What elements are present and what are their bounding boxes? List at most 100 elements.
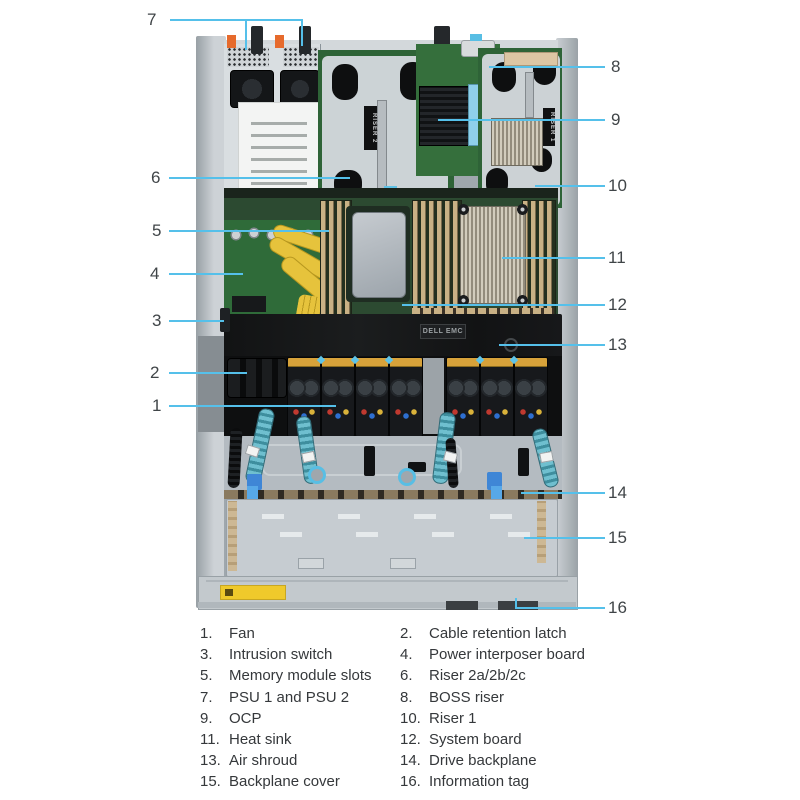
legend-item: 11.Heat sink [200,729,400,750]
callout-number-1: 1 [152,396,162,415]
intrusion-switch [220,308,230,332]
legend-item: 4. Power interposer board [400,644,615,665]
legend-item-number: 10. [400,709,421,727]
boss-riser-blue-tab [470,34,482,41]
cpu-socket-plate [352,212,406,298]
legend-item-label: Cable retention latch [429,625,567,642]
backplane-blue-latch [491,486,502,499]
callout-line-6 [169,177,350,179]
front-tray-seam [206,580,568,582]
legend-item-number: 6. [400,667,413,685]
callout-line-14 [521,492,605,494]
server-top-view: RISER 2 RISER 1 [147,10,627,617]
callout-number-14: 14 [608,483,627,502]
legend-item-number: 11. [200,731,220,749]
cover-tab [298,558,324,569]
guide-hole [398,468,416,486]
callout-line-16 [515,607,605,609]
legend-item-label: Riser 2a/2b/2c [429,667,526,685]
legend-item-label: Information tag [429,773,530,791]
psu-info-sticker [238,102,320,200]
legend-item: 14.Drive backplane [400,750,615,771]
legend-item-label: Memory module slots [229,667,372,685]
legend-item-number: 4. [400,646,413,664]
heat-sink-screw [517,204,528,215]
legend-item: 1.Fan [200,623,400,644]
callout-number-11: 11 [608,248,626,267]
callout-number-16: 16 [608,598,627,617]
pib-connector [232,296,266,312]
legend-item: 9.OCP [200,708,400,729]
air-shroud [224,314,562,358]
legend-item-label: Air shroud [229,752,298,770]
riser-1-label: RISER 1 [543,108,555,146]
callout-line-4 [169,273,243,275]
warning-sticker [220,585,286,600]
legend-item-number: 2. [400,625,413,642]
front-tray-edge [198,602,576,608]
cable-guide [408,462,426,472]
cable-guide [518,448,529,476]
legend-item-number: 16. [400,773,421,791]
heat-sink-screw [517,295,528,306]
fan-7 [514,357,548,437]
heat-sink-screw [458,204,469,215]
callout-number-2: 2 [150,363,160,382]
legend-item: 8.BOSS riser [400,687,615,708]
legend-item-label: System board [429,731,522,749]
callout-line-2 [169,372,247,374]
legend-item: 7.PSU 1 and PSU 2 [200,687,400,708]
callout-line-16-tick [515,598,517,608]
cover-vent-row [262,514,534,519]
callout-line-12 [402,304,605,306]
chassis-left-rail-shadow [198,336,224,432]
legend-item-number: 9. [200,709,213,727]
callout-number-7: 7 [147,10,157,29]
emi-gasket-left [228,501,237,571]
information-tag [498,601,538,610]
callout-number-15: 15 [608,528,627,547]
legend-item-label: Riser 1 [429,709,477,727]
callout-line-11 [502,257,605,259]
legend-item-number: 3. [200,646,213,664]
legend-item: 13. Air shroud [200,750,400,771]
riser-2-label: RISER 2 [364,106,377,150]
guide-hole [308,466,326,484]
emi-gasket-right [537,501,546,563]
callout-line-3 [169,320,224,322]
information-tag [446,601,478,610]
legend-item-number: 13. [200,752,221,770]
legend: 1.Fan 2. Cable retention latch 3. Intrusio… [200,623,620,793]
legend-item-label: BOSS riser [429,688,505,706]
fan-2 [321,357,355,437]
board-connector-row [412,308,554,315]
legend-item-label: PSU 1 and PSU 2 [229,688,350,706]
legend-item: 16. Information tag [400,771,615,792]
legend-item: 15.Backplane cover [200,771,400,792]
heat-sink-screw [458,295,469,306]
callout-line-1 [169,405,336,407]
legend-item-label: Fan [229,625,255,642]
drive-backplane [224,490,562,499]
legend-item: 2. Cable retention latch [400,623,615,644]
callout-line-7 [170,19,303,21]
callout-line-10 [535,185,605,187]
legend-item-label: Intrusion switch [229,646,333,664]
psu-1-fan-window [230,70,274,108]
cover-vent-row [242,532,538,537]
callout-number-6: 6 [151,168,161,187]
legend-item-number: 12. [400,731,421,749]
callout-number-10: 10 [608,176,627,195]
fan-3 [355,357,389,437]
legend-item-number: 5. [200,667,213,685]
callout-line-13 [499,344,605,346]
callout-line-9 [438,119,605,121]
legend-item: 5. Memory module slots [200,665,400,686]
legend-item-label: Power interposer board [429,646,585,664]
legend-item: 10. Riser 1 [400,708,615,729]
riser-1-connector [504,52,558,66]
memory-slots-center [412,200,462,316]
callout-number-9: 9 [611,110,621,129]
legend-item-number: 14. [400,752,421,770]
dell-emc-badge: DELL EMC [420,324,466,339]
